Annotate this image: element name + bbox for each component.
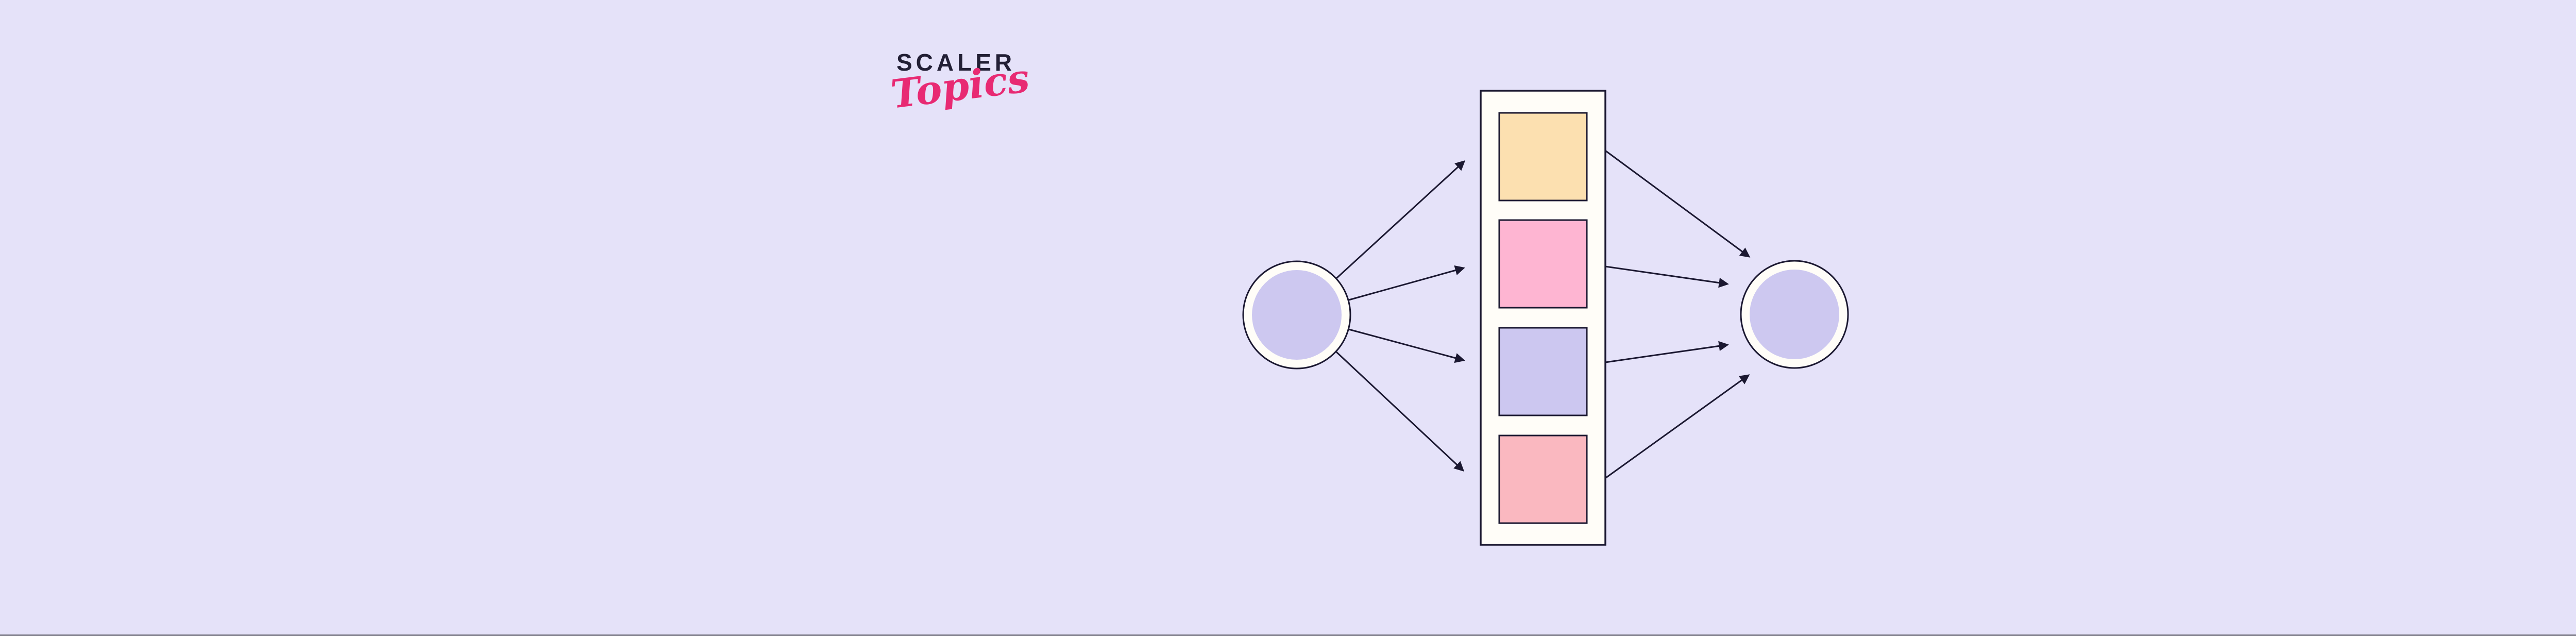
input-to-hidden-arrow-3 [1348,328,1465,363]
logo-brand-text: SCALER [896,49,1016,76]
output-node [1740,260,1849,369]
input-to-hidden-arrow-4 [1335,351,1465,472]
hidden-to-output-arrows [1605,150,1751,479]
hidden-to-output-arrow-4 [1605,374,1750,479]
output-node-core [1750,270,1839,359]
input-to-hidden-arrows [1335,160,1466,472]
hidden-block-2 [1498,219,1588,309]
input-node [1242,260,1351,370]
hidden-to-output-arrow-2 [1605,265,1729,288]
scaler-topics-logo: SCALER Topics [889,49,1032,118]
input-to-hidden-arrow-2 [1348,265,1465,301]
hidden-to-output-arrow-3 [1605,341,1729,363]
hidden-block-3 [1498,327,1588,416]
hidden-block-1 [1498,112,1588,202]
hidden-to-output-arrow-1 [1605,150,1751,258]
hidden-layer [1480,90,1606,546]
input-node-core [1252,270,1342,360]
input-to-hidden-arrow-1 [1335,160,1466,279]
page-bottom-border [0,634,2576,636]
hidden-block-4 [1498,434,1588,524]
